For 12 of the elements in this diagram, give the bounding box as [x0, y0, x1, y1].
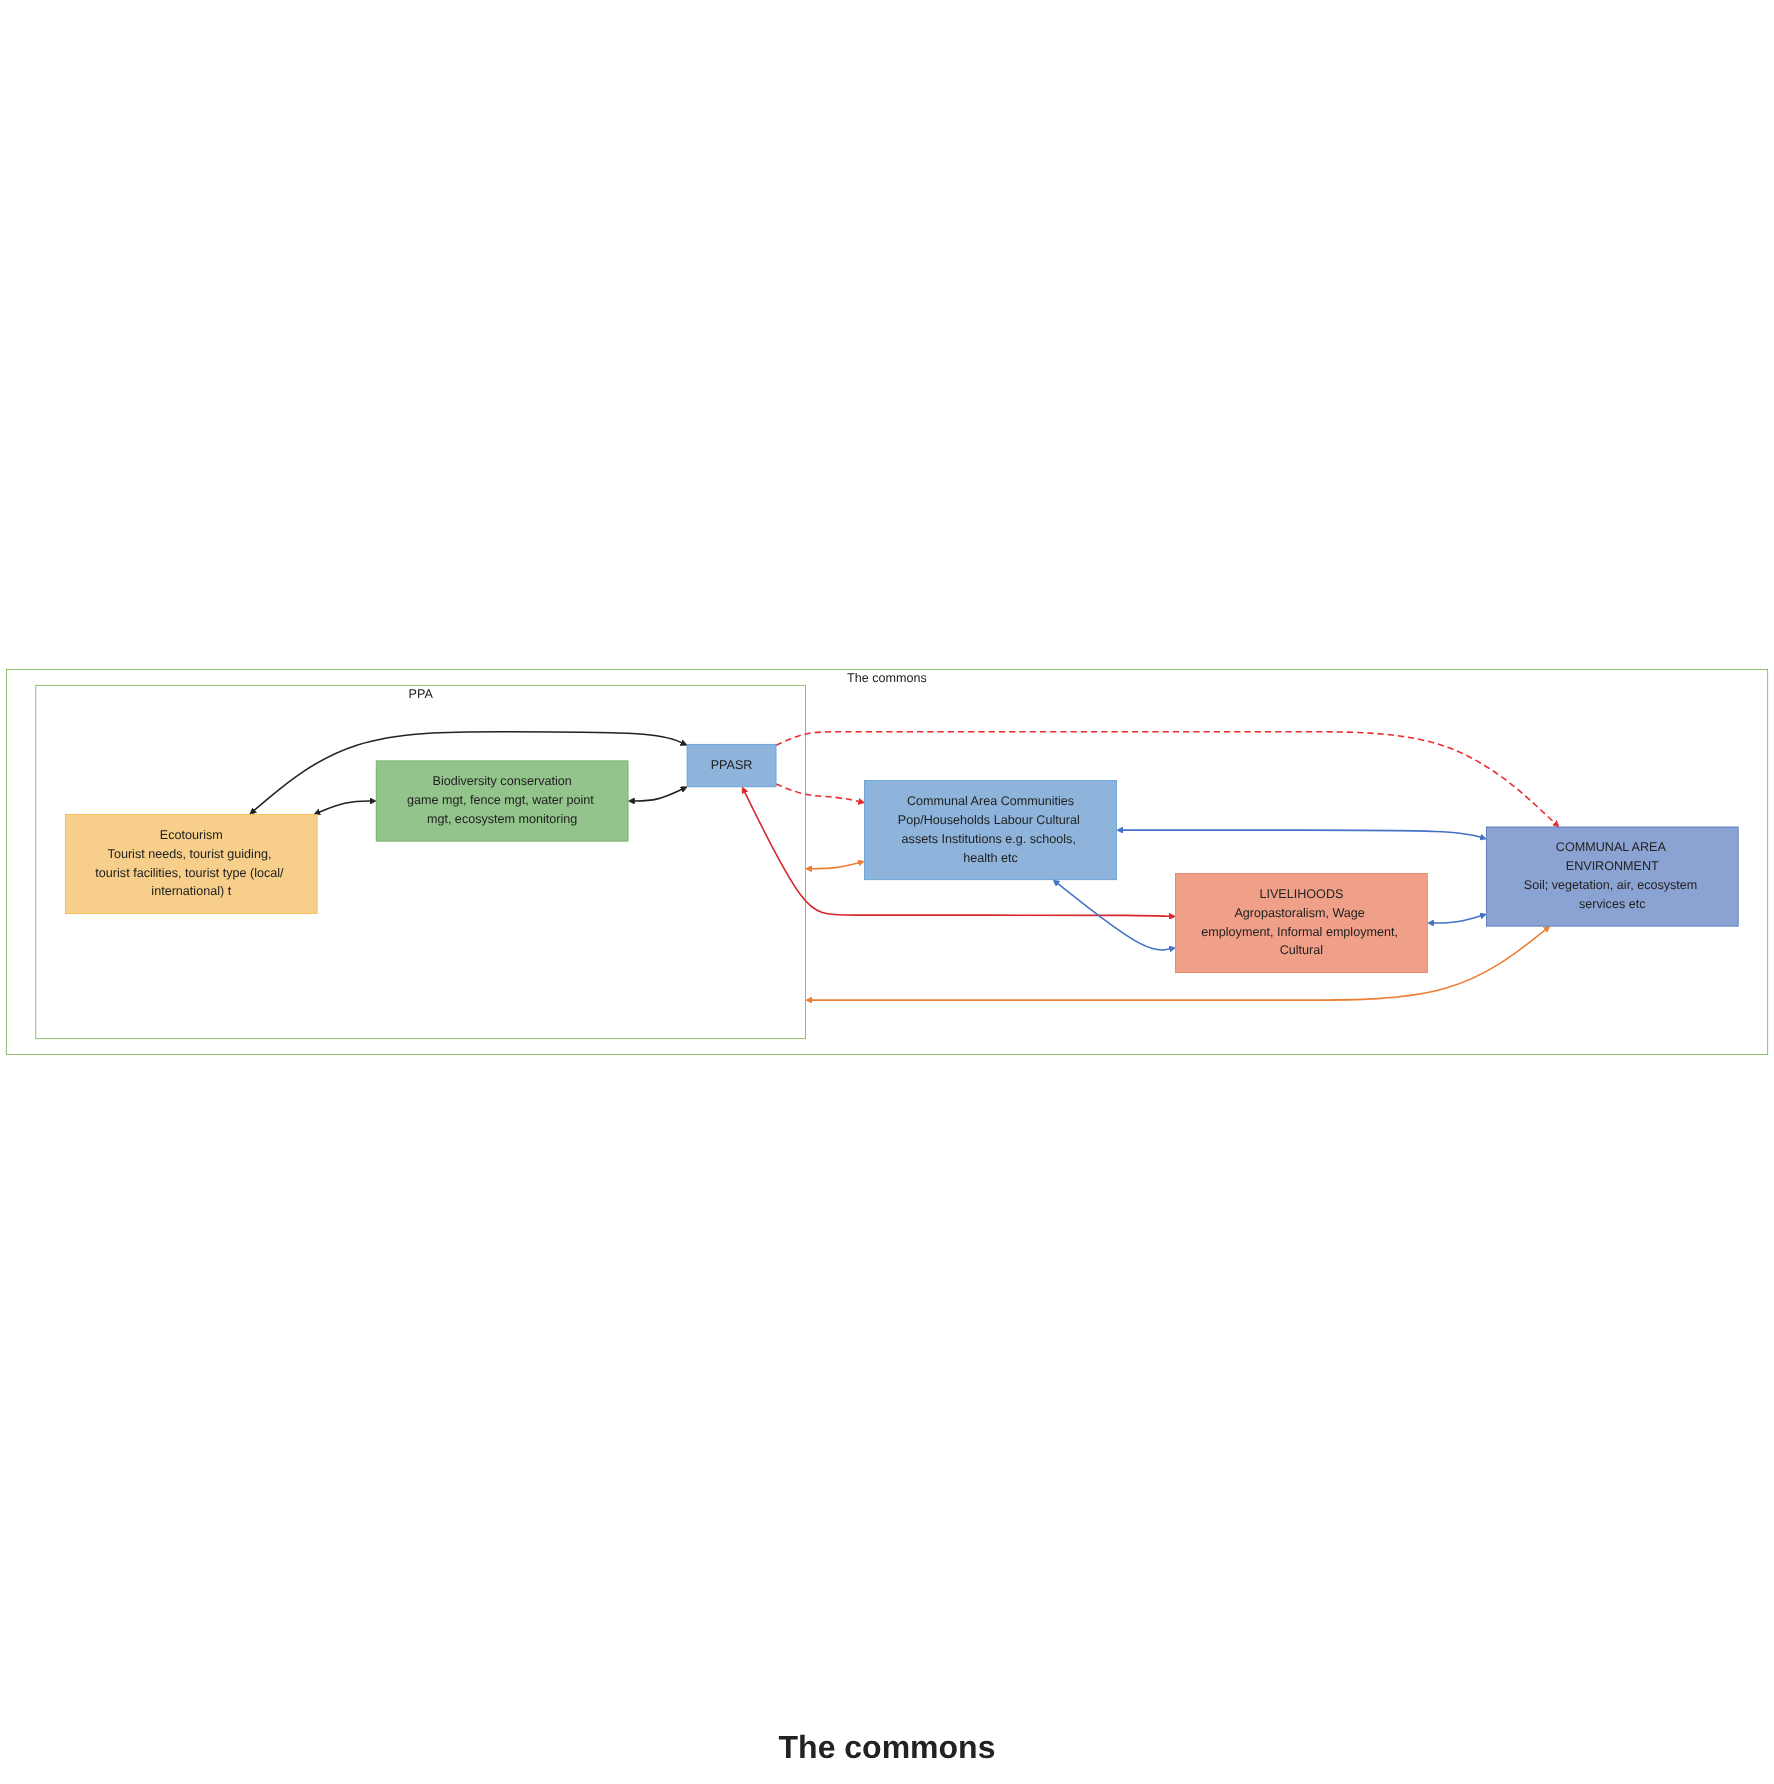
- arrow: [1116, 826, 1487, 841]
- arrow: [805, 925, 1551, 1004]
- arrow: [249, 730, 688, 815]
- arrow: [1052, 879, 1176, 953]
- arrow: [628, 786, 688, 805]
- region-label: The commons: [778, 1732, 996, 1768]
- arrow: [775, 783, 865, 805]
- arrow: [1427, 912, 1487, 927]
- arrow: [313, 797, 377, 816]
- arrow: [775, 730, 1560, 828]
- arrow: [805, 859, 865, 873]
- arrow: [741, 786, 1176, 920]
